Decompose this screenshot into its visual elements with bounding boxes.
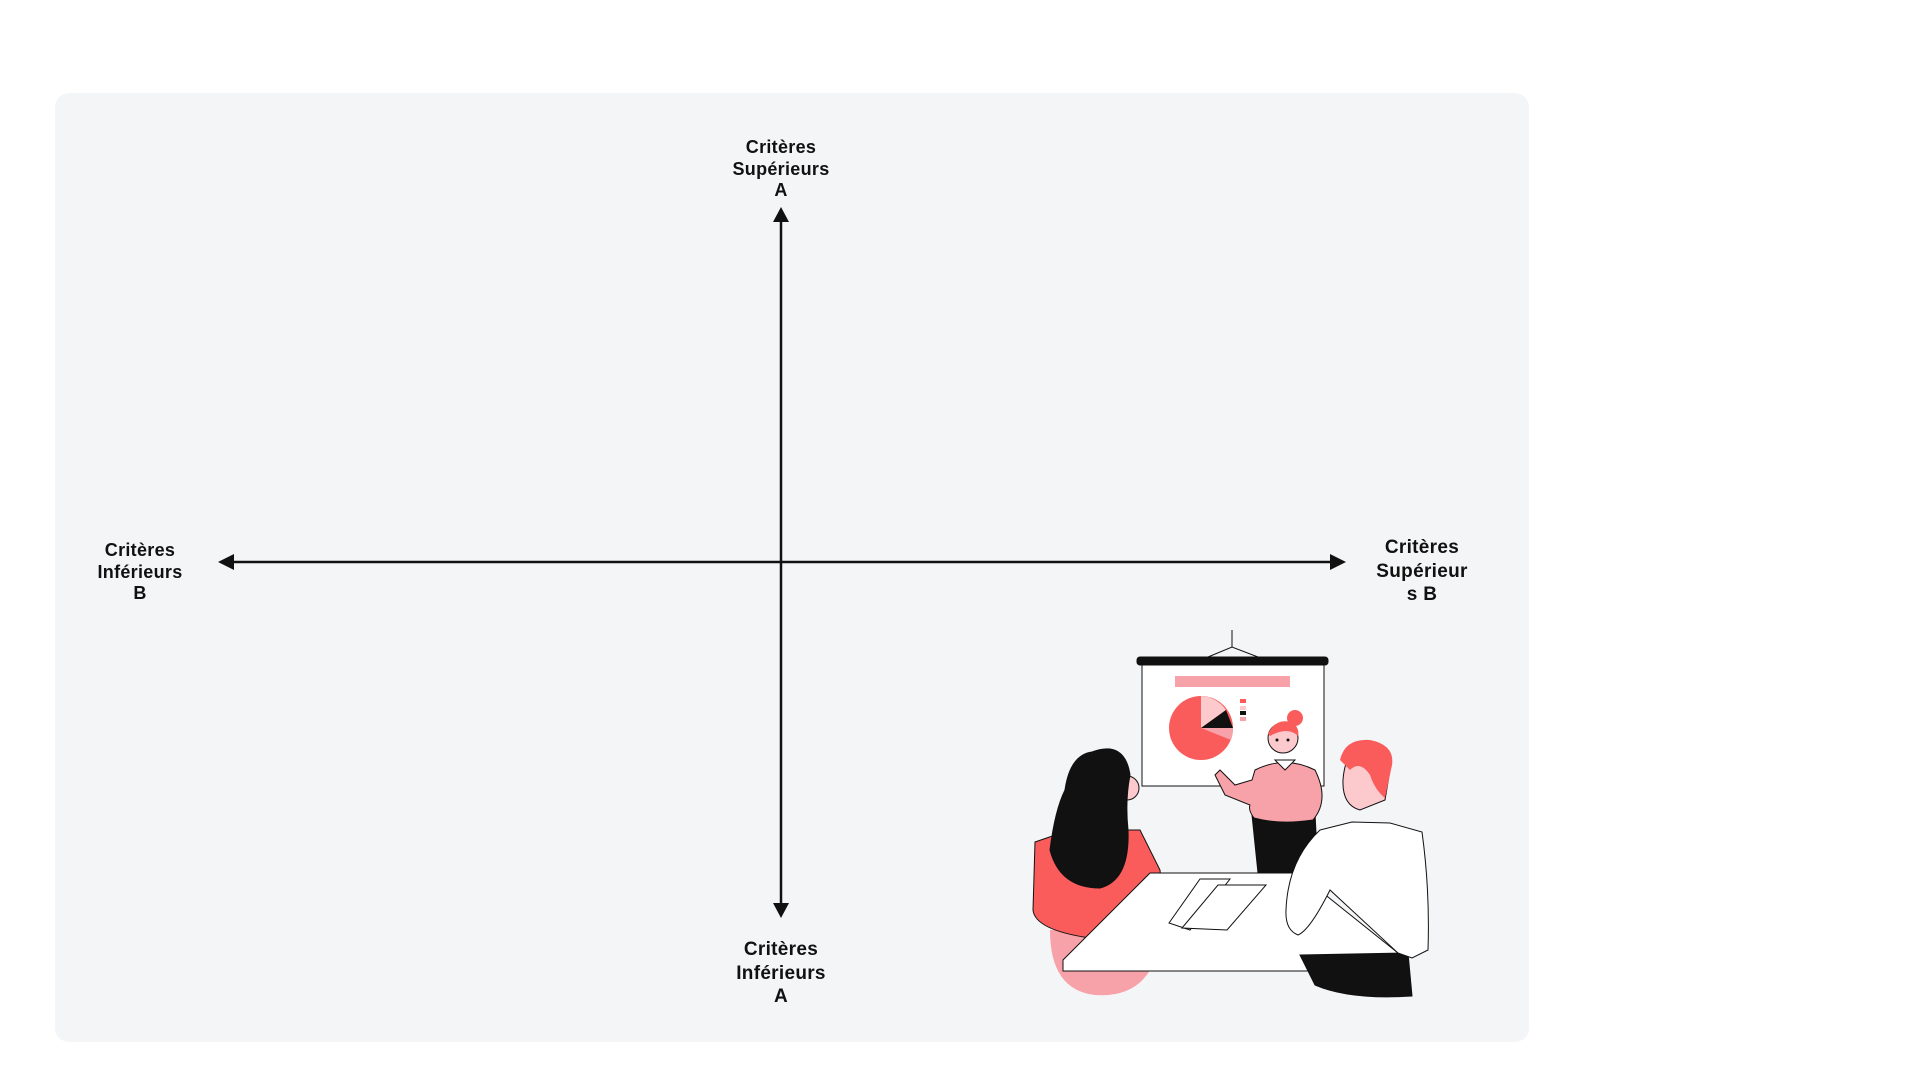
label-bottom-line1: Critères (743, 939, 819, 960)
label-left-line3: B (133, 583, 147, 603)
label-top-line1: Critères (745, 137, 817, 157)
arrow-down-icon (773, 903, 789, 918)
label-left-line1: Critères (104, 540, 176, 560)
paper (1180, 884, 1268, 931)
label-bottom-line2: Inférieurs (736, 962, 826, 984)
label-right-line2: Supérieur (1376, 560, 1468, 582)
label-right: Critères Supérieur s B (1357, 536, 1487, 607)
arrow-right-icon (1330, 554, 1346, 570)
label-top-line3: A (774, 180, 788, 200)
label-left: Critères Inférieurs B (75, 540, 205, 605)
arrow-up-icon (773, 207, 789, 222)
meeting-illustration (1032, 630, 1429, 998)
label-bottom-line3: A (773, 986, 789, 1007)
label-right-line3: s B (1406, 584, 1438, 605)
label-right-line1: Critères (1384, 537, 1460, 558)
projector-screen (1136, 630, 1329, 787)
label-left-line2: Inférieurs (97, 561, 183, 582)
arrow-left-icon (218, 554, 234, 570)
man-right (1285, 739, 1429, 998)
label-top: Critères Supérieurs A (716, 137, 846, 202)
label-top-line2: Supérieurs (732, 158, 830, 179)
label-bottom: Critères Inférieurs A (716, 938, 846, 1009)
